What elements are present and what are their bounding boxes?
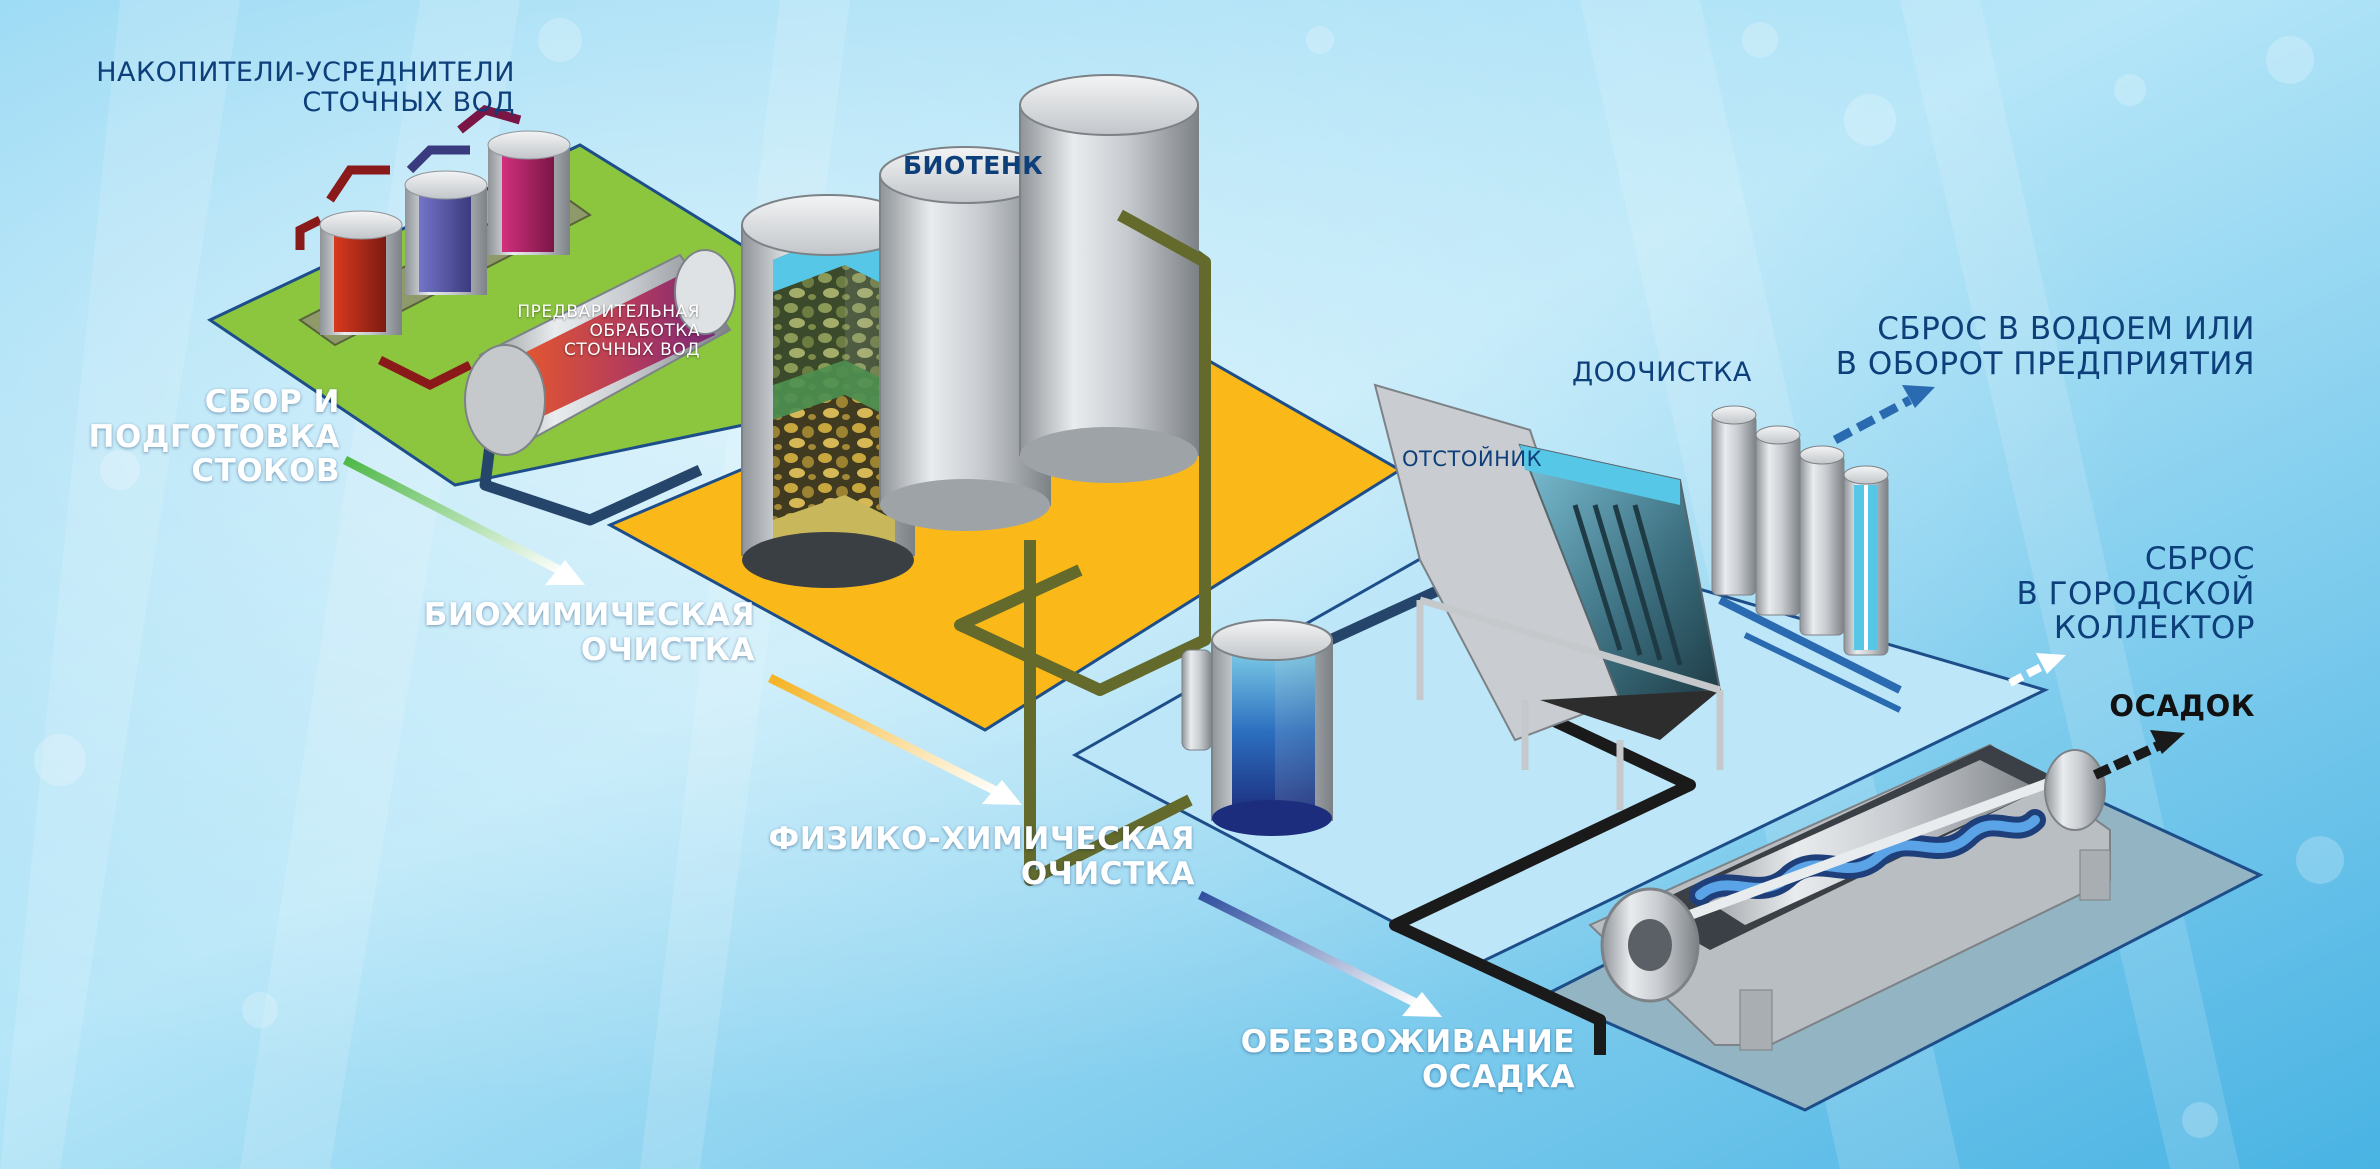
label-biochemical-line-1: БИОХИМИЧЕСКАЯ (423, 597, 755, 633)
label-collection: СБОР И ПОДГОТОВКА СТОКОВ (40, 385, 340, 489)
label-collection-line-3: СТОКОВ (191, 453, 340, 490)
label-biotank: БИОТЕНК (903, 151, 1044, 180)
storage-tanks (298, 105, 592, 347)
post-treatment-filters (1711, 405, 1902, 713)
step-arrow-biochemical (767, 673, 1022, 805)
pipe-network-red (295, 215, 473, 391)
label-discharge-reservoir-line-2: В ОБОРОТ ПРЕДПРИЯТИЯ (1835, 345, 2255, 382)
storage-tank-magenta (487, 130, 571, 255)
label-pretreatment-line-3: СТОЧНЫХ ВОД (564, 340, 700, 361)
pipe-network-black (1389, 694, 1696, 1055)
dewatering-centrifuge (1588, 743, 2111, 1051)
label-physchem-line-2: ОЧИСТКА (1020, 855, 1195, 892)
storage-tank-red (319, 210, 403, 335)
label-dewatering-line-2: ОСАДКА (1421, 1058, 1575, 1095)
label-physchem: ФИЗИКО-ХИМИЧЕСКАЯ ОЧИСТКА (680, 822, 1195, 891)
label-biochemical-line-2: ОЧИСТКА (580, 631, 755, 668)
label-physchem-line-1: ФИЗИКО-ХИМИЧЕСКАЯ (768, 821, 1195, 857)
label-storage-tanks-line-2: СТОЧНЫХ ВОД (302, 87, 515, 119)
biotank-2 (1019, 74, 1199, 483)
settler (1373, 383, 1724, 810)
filter-column (1755, 425, 1801, 616)
step-arrow-physchem (1197, 890, 1442, 1017)
discharge-arrow-city (2008, 653, 2066, 687)
label-pretreatment: ПРЕДВАРИТЕЛЬНАЯ ОБРАБОТКА СТОЧНЫХ ВОД (480, 302, 700, 361)
label-discharge-city-line-2: В ГОРОДСКОЙ (2016, 575, 2255, 612)
filter-column-cutaway (1843, 465, 1889, 656)
pretreatment-tank (464, 249, 736, 456)
label-discharge-reservoir: СБРОС В ВОДОЕМ ИЛИ В ОБОРОТ ПРЕДПРИЯТИЯ (1700, 312, 2255, 381)
discharge-arrow-reservoir (1832, 385, 1935, 444)
label-sediment: ОСАДОК (2109, 689, 2255, 723)
label-settler: ОТСТОЙНИК (1402, 447, 1542, 471)
label-discharge-city: СБРОС В ГОРОДСКОЙ КОЛЛЕКТОР (1900, 542, 2255, 646)
label-dewatering: ОБЕЗВОЖИВАНИЕ ОСАДКА (1100, 1025, 1575, 1094)
filter-column (1799, 445, 1845, 636)
label-post-treatment: ДООЧИСТКА (1572, 357, 1752, 388)
label-discharge-reservoir-line-1: СБРОС В ВОДОЕМ ИЛИ (1877, 311, 2255, 347)
step-arrow-collection (342, 455, 585, 585)
label-collection-line-2: ПОДГОТОВКА (88, 418, 340, 455)
physchem-tank (1181, 619, 1333, 836)
label-storage-tanks: НАКОПИТЕЛИ-УСРЕДНИТЕЛИ СТОЧНЫХ ВОД (60, 57, 515, 119)
label-discharge-city-line-1: СБРОС (2144, 541, 2255, 577)
storage-tank-purple (404, 170, 488, 295)
label-biochemical: БИОХИМИЧЕСКАЯ ОЧИСТКА (340, 598, 755, 667)
label-pretreatment-line-2: ОБРАБОТКА (589, 321, 700, 342)
label-discharge-city-line-3: КОЛЛЕКТОР (2053, 610, 2255, 647)
label-dewatering-line-1: ОБЕЗВОЖИВАНИЕ (1240, 1024, 1575, 1060)
label-collection-line-1: СБОР И (204, 384, 340, 420)
filter-column (1711, 405, 1757, 596)
sediment-arrow (2092, 730, 2185, 780)
label-storage-tanks-line-1: НАКОПИТЕЛИ-УСРЕДНИТЕЛИ (96, 57, 515, 88)
label-pretreatment-line-1: ПРЕДВАРИТЕЛЬНАЯ (517, 302, 700, 322)
